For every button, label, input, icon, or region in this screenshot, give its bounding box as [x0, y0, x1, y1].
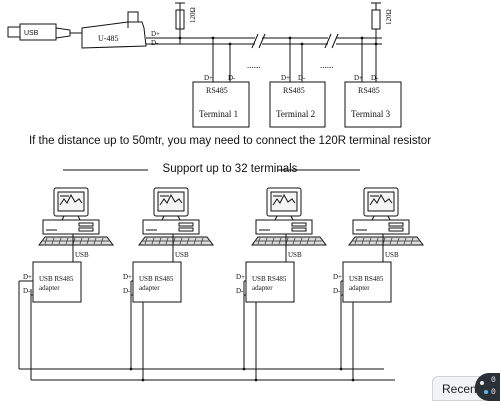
resistor-left-label: 120Ω: [189, 7, 197, 23]
distance-note: If the distance up to 50mtr, you may nee…: [28, 135, 432, 147]
adapter-line2: adapter: [39, 284, 60, 292]
adapter-line1: USB RS485: [349, 275, 384, 283]
terminal-3-pin-plus: D+: [354, 74, 363, 82]
badge-dot-bottom: [484, 390, 488, 394]
computer-monitor-icon: [266, 187, 302, 221]
terminal-2-pin-minus: D-: [298, 74, 306, 82]
badge-value-bottom: 0: [491, 388, 496, 397]
adapter-pin-minus: D-: [236, 287, 244, 295]
adapter-line1: USB RS485: [39, 275, 74, 283]
adapter-pin-minus: D-: [333, 287, 341, 295]
computer-case-icon: [352, 219, 410, 235]
computer-case-icon: [42, 219, 100, 235]
adapter-line1: USB RS485: [139, 275, 174, 283]
usb-plug: [7, 23, 82, 41]
terminal-3-pin-minus: D-: [371, 74, 379, 82]
adapter-line2: adapter: [349, 284, 370, 292]
bottom-bus: [18, 289, 395, 381]
badge-dot-top: [480, 381, 484, 385]
terminal-3-protocol: RS485: [358, 86, 380, 95]
adapter-pin-plus: D+: [333, 273, 342, 281]
ellipsis-2: ......: [320, 60, 334, 70]
keyboard-icon: [251, 236, 327, 246]
computer-case-icon: [142, 219, 200, 235]
computer-monitor-icon: [363, 187, 399, 221]
badge-value-top: 0: [491, 376, 496, 385]
terminal-1-protocol: RS485: [206, 86, 228, 95]
terminal-1: D+ D- RS485 Terminal 1: [192, 74, 250, 128]
terminal-drops: [212, 38, 377, 82]
ellipsis-1: ......: [247, 60, 261, 70]
recent-label: Recent: [442, 382, 481, 396]
resistor-right-label: 120Ω: [385, 9, 393, 25]
adapter-line2: adapter: [252, 284, 273, 292]
usb-rs485-adapter: [32, 261, 82, 303]
adapter-pin-plus: D+: [23, 273, 32, 281]
keyboard-icon: [348, 236, 424, 246]
keyboard-icon: [138, 236, 214, 246]
computer-case-icon: [255, 219, 313, 235]
rs485-bus: [146, 33, 382, 49]
terminal-2-name: Terminal 2: [276, 109, 315, 119]
adapter-pin-plus: D+: [123, 273, 132, 281]
u485-converter: [81, 11, 147, 49]
support-note: Support up to 32 terminals: [162, 163, 298, 175]
node-usb-label: USB: [75, 251, 89, 259]
usb-rs485-adapter: [245, 261, 295, 303]
resistor-left: [175, 2, 185, 44]
terminal-2-pin-plus: D+: [281, 74, 290, 82]
node-usb-label: USB: [288, 251, 302, 259]
terminal-1-name: Terminal 1: [199, 109, 238, 119]
keyboard-icon: [38, 236, 114, 246]
computer-monitor-icon: [53, 187, 89, 221]
terminal-3: D+ D- RS485 Terminal 3: [344, 74, 402, 128]
adapter-line2: adapter: [139, 284, 160, 292]
terminal-1-pin-plus: D+: [204, 74, 213, 82]
adapter-pin-plus: D+: [236, 273, 245, 281]
resistor-right: [371, 2, 381, 44]
node-usb-label: USB: [175, 251, 189, 259]
adapter-pin-minus: D-: [123, 287, 131, 295]
terminal-2-protocol: RS485: [283, 86, 305, 95]
converter-label: U-485: [98, 34, 118, 43]
usb-rs485-adapter: [342, 261, 392, 303]
usb-label: USB: [24, 30, 39, 37]
node-usb-label: USB: [385, 251, 399, 259]
terminal-1-pin-minus: D-: [228, 74, 236, 82]
computer-monitor-icon: [153, 187, 189, 221]
usb-rs485-adapter: [132, 261, 182, 303]
line-minus-label: D-: [151, 39, 159, 47]
line-plus-label: D+: [151, 30, 160, 38]
terminal-3-name: Terminal 3: [351, 109, 391, 119]
recent-badge[interactable]: 0 0: [475, 373, 500, 401]
terminal-2: D+ D- RS485 Terminal 2: [269, 74, 326, 128]
adapter-pin-minus: D-: [23, 287, 31, 295]
adapter-line1: USB RS485: [252, 275, 287, 283]
